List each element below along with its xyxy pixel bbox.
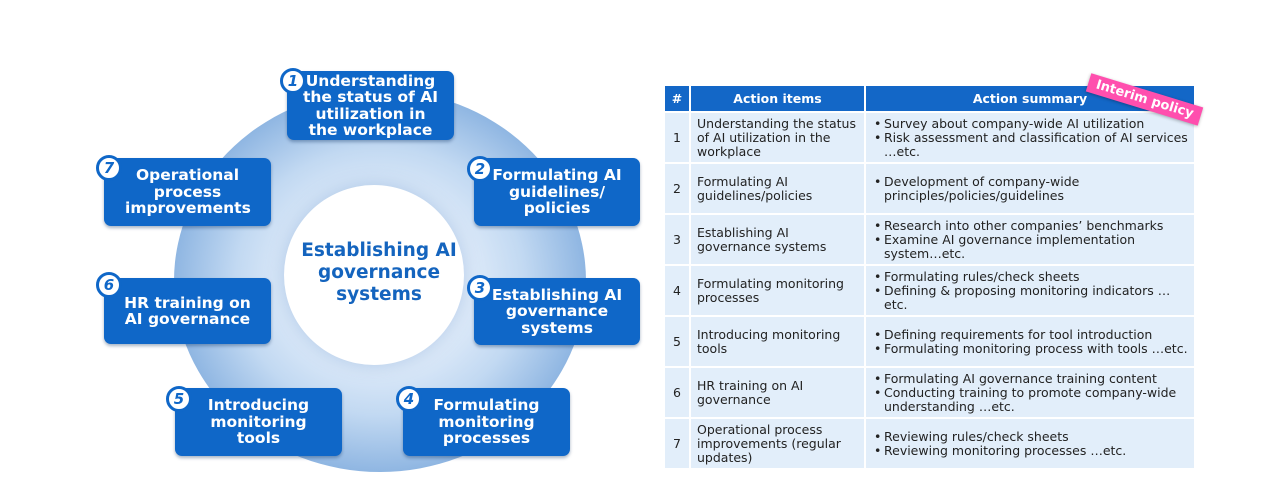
step-3-box: Establishing AI governance systems: [474, 278, 640, 345]
table-row: 1 Understanding the status of AI utiliza…: [665, 113, 1194, 162]
table-row: 6 HR training on AI governance •Formulat…: [665, 368, 1194, 417]
summary-bullet: •Reviewing rules/check sheets: [874, 428, 1069, 444]
row-number: 7: [665, 419, 689, 468]
header-action-items: Action items: [691, 86, 864, 111]
summary-bullet: •Development of company-wide principles/…: [874, 173, 1080, 203]
row-number: 2: [665, 164, 689, 213]
row-action-item: Introducing monitoring tools: [691, 317, 864, 366]
table-row: 3 Establishing AI governance systems •Re…: [665, 215, 1194, 264]
summary-bullet: •Defining requirements for tool introduc…: [874, 326, 1153, 342]
summary-bullet: •Research into other companies’ benchmar…: [874, 217, 1164, 233]
summary-bullet: •Risk assessment and classification of A…: [874, 129, 1188, 159]
table-row: 4 Formulating monitoring processes •Form…: [665, 266, 1194, 315]
summary-bullet: •Formulating AI governance training cont…: [874, 370, 1157, 386]
step-6-box: HR training on AI governance: [104, 278, 271, 344]
row-summary: •Research into other companies’ benchmar…: [866, 215, 1194, 264]
row-summary: •Development of company-wide principles/…: [866, 164, 1194, 213]
center-circle: [284, 185, 464, 365]
row-action-item: Understanding the status of AI utilizati…: [691, 113, 864, 162]
row-action-item: Formulating AI guidelines/policies: [691, 164, 864, 213]
step-3-number: 3: [467, 275, 493, 301]
row-number: 3: [665, 215, 689, 264]
step-4-box: Formulating monitoring processes: [403, 388, 570, 456]
step-6-label: HR training on AI governance: [124, 293, 251, 328]
step-1-number: 1: [280, 68, 306, 94]
summary-bullet: •Formulating monitoring process with too…: [874, 340, 1188, 356]
row-action-item: Establishing AI governance systems: [691, 215, 864, 264]
step-2-number: 2: [467, 156, 493, 182]
row-number: 5: [665, 317, 689, 366]
table-row: 7 Operational process improvements (regu…: [665, 419, 1194, 468]
step-2-label: Formulating AI guidelines/ policies: [492, 166, 622, 218]
summary-bullet: •Conducting training to promote company-…: [874, 384, 1177, 414]
row-summary: •Formulating rules/check sheets •Definin…: [866, 266, 1194, 315]
step-3-label: Establishing AI governance systems: [491, 285, 623, 337]
step-4-number: 4: [396, 386, 422, 412]
summary-bullet: •Examine AI governance implementation sy…: [874, 231, 1136, 261]
step-5-number: 5: [166, 386, 192, 412]
row-summary: •Reviewing rules/check sheets •Reviewing…: [866, 419, 1194, 468]
table-row: 5 Introducing monitoring tools •Defining…: [665, 317, 1194, 366]
step-6-number: 6: [96, 272, 122, 298]
row-action-item: Operational process improvements (regula…: [691, 419, 864, 468]
step-4-label: Formulating monitoring processes: [433, 396, 540, 448]
summary-bullet: •Formulating rules/check sheets: [874, 268, 1080, 284]
center-label: Establishing AI governance systems: [301, 240, 457, 305]
summary-bullet: •Defining & proposing monitoring indicat…: [874, 282, 1171, 312]
step-5-label: Introducing monitoring tools: [207, 396, 310, 448]
row-action-item: HR training on AI governance: [691, 368, 864, 417]
step-1-label: Understanding the status of AI utilizati…: [302, 71, 439, 139]
row-number: 1: [665, 113, 689, 162]
step-1-box: Understanding the status of AI utilizati…: [287, 71, 454, 140]
step-7-number: 7: [96, 155, 122, 181]
row-number: 4: [665, 266, 689, 315]
row-action-item: Formulating monitoring processes: [691, 266, 864, 315]
header-number: #: [665, 86, 689, 111]
action-table: # Action items Action summary 1 Understa…: [663, 84, 1196, 470]
step-2-box: Formulating AI guidelines/ policies: [474, 158, 640, 226]
summary-bullet: •Survey about company-wide AI utilizatio…: [874, 115, 1145, 131]
row-summary: •Formulating AI governance training cont…: [866, 368, 1194, 417]
row-summary: •Survey about company-wide AI utilizatio…: [866, 113, 1194, 162]
row-number: 6: [665, 368, 689, 417]
step-7-box: Operational process improvements: [104, 158, 271, 226]
table-row: 2 Formulating AI guidelines/policies •De…: [665, 164, 1194, 213]
row-summary: •Defining requirements for tool introduc…: [866, 317, 1194, 366]
step-7-label: Operational process improvements: [125, 166, 251, 218]
summary-bullet: •Reviewing monitoring processes …etc.: [874, 442, 1127, 458]
step-5-box: Introducing monitoring tools: [175, 388, 342, 456]
